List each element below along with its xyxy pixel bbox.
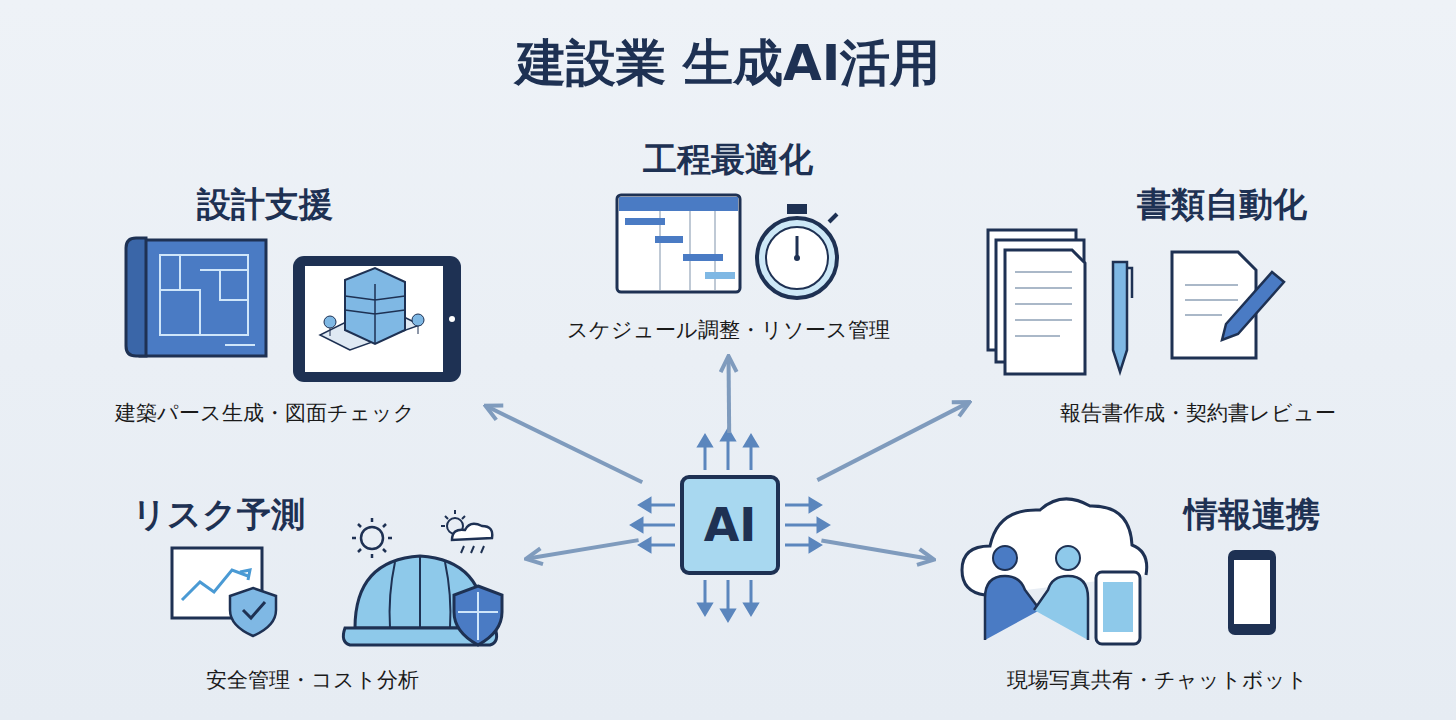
- phone-icon: [1228, 550, 1276, 635]
- category-heading: 設計支援: [197, 182, 333, 228]
- connector-arrow: [528, 540, 639, 558]
- category-heading: リスク予測: [132, 492, 305, 538]
- tablet-icon: [293, 256, 461, 382]
- category-caption: 安全管理・コスト分析: [206, 666, 419, 694]
- document-pen-icon: [1172, 252, 1284, 358]
- category-heading: 書類自動化: [1137, 182, 1307, 228]
- helmet-icon: [343, 510, 502, 645]
- connector-arrow: [821, 541, 932, 560]
- chip-arrows: [632, 430, 828, 620]
- category-caption: 現場写真共有・チャットボット: [1007, 666, 1308, 694]
- connector-arrow: [487, 407, 642, 483]
- diagram-title: 建設業 生成AI活用: [0, 30, 1456, 97]
- connector-arrow: [727, 358, 732, 433]
- category-heading: 工程最適化: [643, 137, 813, 183]
- category-caption: スケジュール調整・リソース管理: [567, 316, 890, 344]
- category-group: リスク予測安全管理・コスト分析: [95, 490, 520, 700]
- category-heading: 情報連携: [1184, 492, 1320, 538]
- cloud-handshake-icon: [962, 499, 1147, 644]
- gantt-icon: [617, 195, 740, 292]
- documents-icon: [988, 230, 1132, 374]
- category-caption: 建築パース生成・図面チェック: [115, 399, 415, 427]
- category-group: 書類自動化報告書作成・契約書レビュー: [975, 180, 1340, 431]
- chart-icon: [172, 548, 276, 636]
- category-group: 工程最適化スケジュール調整・リソース管理: [530, 135, 925, 350]
- connector-arrow: [817, 403, 968, 480]
- category-group: 設計支援建築パース生成・図面チェック: [80, 180, 480, 431]
- category-caption: 報告書作成・契約書レビュー: [1060, 399, 1336, 427]
- blueprint-icon: [126, 238, 266, 356]
- chip-label: AI: [704, 498, 757, 552]
- category-group: 情報連携現場写真共有・チャットボット: [940, 490, 1345, 700]
- stopwatch-icon: [757, 204, 837, 298]
- ai-chip: AI: [680, 475, 780, 575]
